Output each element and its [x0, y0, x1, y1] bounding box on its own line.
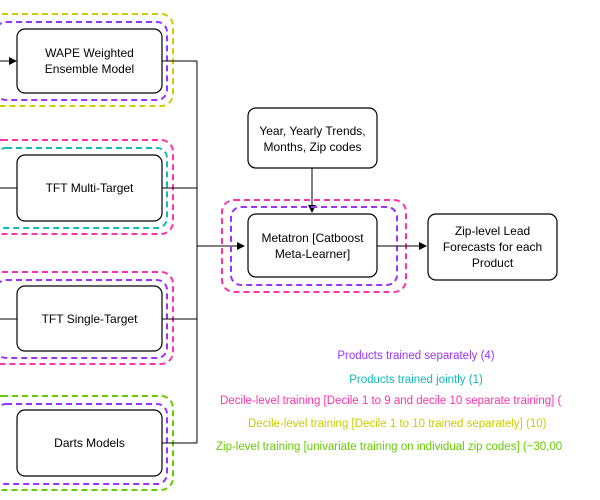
- wape-yellow-dashed-border: [0, 13, 174, 107]
- legend-item-products-separately: Products trained separately (4): [337, 350, 494, 362]
- metatron-node: [247, 213, 378, 278]
- metatron-label-line1: Metatron [Catboost: [261, 231, 364, 245]
- wape-node-label-line1: WAPE Weighted: [45, 46, 134, 60]
- legend-item-products-jointly: Products trained jointly (1): [349, 374, 483, 386]
- legend: Products trained separately (4) Products…: [216, 350, 562, 453]
- darts-purple-dashed-border: [0, 403, 168, 485]
- features-label-line1: Year, Yearly Trends,: [259, 124, 365, 138]
- tft-multi-target-label: TFT Multi-Target: [46, 181, 134, 195]
- tft-multi-cyan-dashed-border: [0, 147, 168, 229]
- wape-node-label-line2: Ensemble Model: [45, 62, 134, 76]
- features-label-line2: Months, Zip codes: [263, 140, 361, 154]
- tft-multi-pink-dashed-border: [0, 139, 174, 235]
- output-label-line2: Forecasts for each: [443, 240, 542, 254]
- output-node: [427, 213, 558, 281]
- legend-item-decile-1-to-10: Decile-level training [Decile 1 to 10 tr…: [248, 418, 547, 430]
- tft-single-pink-dashed-border: [0, 271, 174, 365]
- wape-ensemble-node: [16, 28, 163, 94]
- features-node: [247, 107, 378, 169]
- legend-item-zip-level: Zip-level training [univariate training …: [216, 441, 562, 453]
- darts-models-label: Darts Models: [54, 436, 125, 450]
- legend-item-decile-1-9-and-10: Decile-level training [Decile 1 to 9 and…: [220, 395, 562, 407]
- tft-single-target-label: TFT Single-Target: [42, 312, 138, 326]
- output-label-line3: Product: [472, 256, 514, 270]
- output-label-line1: Zip-level Lead: [455, 224, 530, 238]
- metatron-label-line2: Meta-Learner]: [275, 247, 350, 261]
